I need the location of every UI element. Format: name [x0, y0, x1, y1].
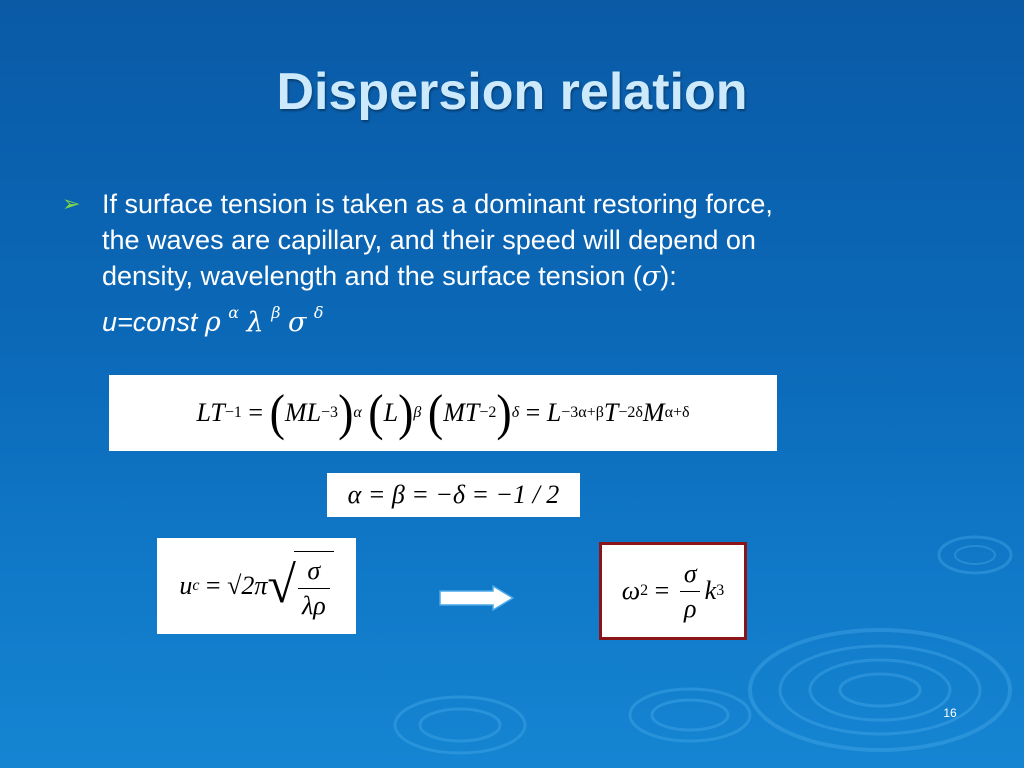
eq-result-2: T	[603, 398, 619, 427]
bullet-arrow-icon: ➢	[62, 191, 81, 216]
eq-factor-1: ML	[284, 398, 322, 427]
bullet-text: If surface tension is taken as a dominan…	[102, 186, 982, 341]
right-arrow-icon	[439, 585, 515, 611]
eq-factor-1-pow: α	[353, 404, 362, 421]
bullet-line-2: the waves are capillary, and their speed…	[102, 225, 756, 255]
eq-lhs-exp: −1	[224, 404, 242, 421]
formula-sigma: σ	[287, 307, 307, 338]
eq-equals-2: =	[525, 398, 541, 427]
dispersion-numerator: σ	[683, 558, 697, 588]
exponent-solution: α = β = −δ = −1 / 2	[347, 480, 560, 509]
dispersion-denominator: ρ	[680, 590, 701, 624]
eq-result-2-exp: −2δ	[618, 404, 643, 421]
eq-equals: =	[248, 398, 264, 427]
eq-factor-1-exp: −3	[321, 404, 339, 421]
sigma-symbol: σ	[641, 261, 661, 292]
speed-coefficient: √2π	[227, 571, 268, 600]
dispersion-omega: ω	[621, 576, 641, 605]
slide-title: Dispersion relation	[276, 63, 748, 121]
formula-delta: δ	[313, 303, 324, 322]
dispersion-equals: =	[654, 576, 670, 605]
dispersion-omega-exp: 2	[640, 582, 649, 599]
speed-numerator: σ	[307, 556, 321, 585]
eq-factor-3-exp: −2	[479, 404, 497, 421]
eq-result-3: M	[642, 398, 665, 427]
dimensional-equation-box: LT−1 = (ML−3)α (L)β (MT−2)δ = L−3α+β T−2…	[109, 375, 777, 451]
eq-result-3-exp: α+δ	[664, 404, 690, 421]
eq-factor-3-pow: δ	[511, 404, 520, 421]
eq-factor-2: L	[383, 398, 399, 427]
sqrt-icon: √	[267, 557, 296, 614]
speed-u-sub: c	[192, 577, 200, 594]
formula-prefix: u=const	[102, 307, 205, 337]
speed-denominator: λρ	[297, 588, 330, 621]
eq-result-1: L	[546, 398, 562, 427]
bullet-line-3-suffix: ):	[660, 261, 677, 291]
eq-factor-2-pow: β	[413, 404, 422, 421]
formula-lambda: λ	[246, 307, 264, 338]
formula-alpha: α	[228, 303, 240, 322]
bullet-line-1: If surface tension is taken as a dominan…	[102, 189, 773, 219]
speed-equals: =	[205, 571, 221, 600]
bullet-line-3-prefix: density, wavelength and the surface tens…	[102, 261, 642, 291]
formula-beta: β	[271, 303, 281, 322]
eq-factor-3: MT	[443, 398, 480, 427]
formula-rho: ρ	[204, 307, 221, 338]
page-number: 16	[943, 706, 957, 720]
speed-u: u	[179, 571, 193, 600]
dispersion-k: k	[704, 576, 717, 605]
eq-result-1-exp: −3α+β	[561, 404, 604, 421]
bullet-line-3: density, wavelength and the surface tens…	[102, 258, 982, 295]
eq-lhs: LT	[196, 398, 225, 427]
dispersion-k-exp: 3	[716, 582, 725, 599]
speed-formula-line: u=const ρ α λ β σ δ	[102, 295, 982, 341]
exponent-solution-box: α = β = −δ = −1 / 2	[327, 473, 580, 517]
